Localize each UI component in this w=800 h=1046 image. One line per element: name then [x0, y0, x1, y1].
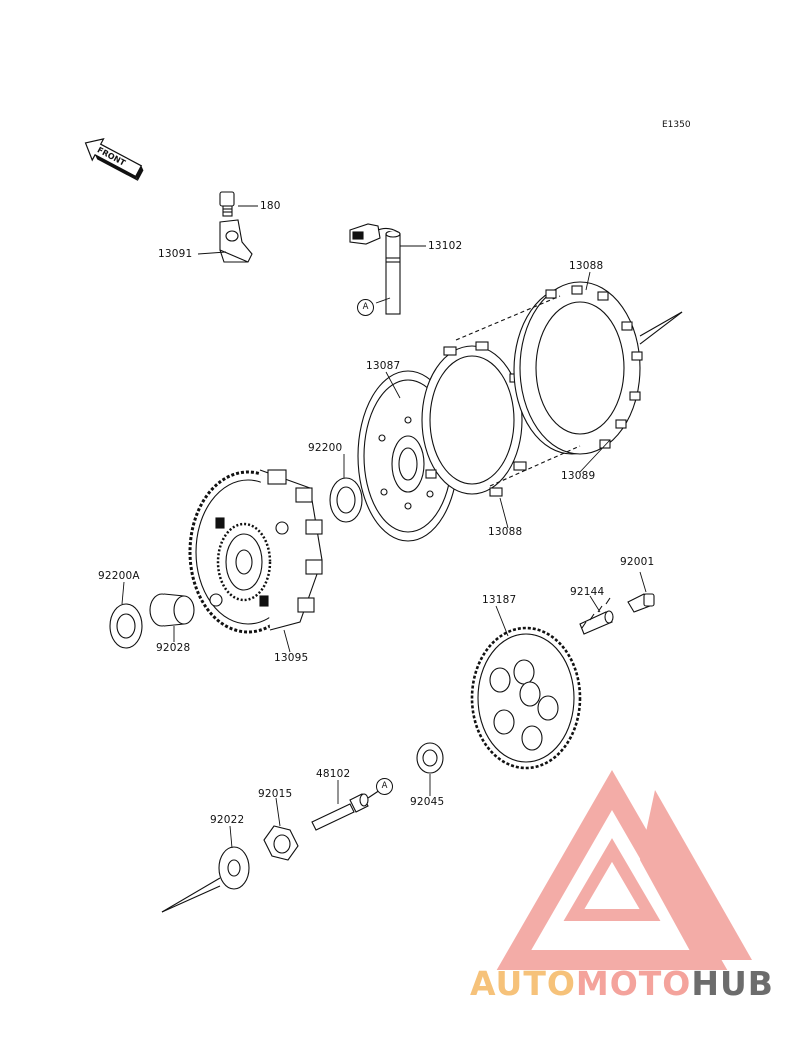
part-label-92200: 92200	[308, 442, 343, 454]
bracket-part	[219, 191, 253, 263]
front-arrow-icon	[84, 138, 144, 181]
washer-92200-part	[329, 477, 363, 523]
push-rod-part	[311, 789, 381, 831]
diagram-code: E1350	[662, 120, 691, 130]
part-label-92015: 92015	[258, 788, 293, 800]
part-label-13088-top: 13088	[569, 260, 604, 272]
sleeve-92028-part	[109, 593, 195, 649]
watermark-text: AUTOMOTOHUB	[470, 964, 774, 1003]
watermark-logo-icon	[496, 769, 752, 970]
part-label-92028: 92028	[156, 642, 191, 654]
callout-a-upper: A	[357, 299, 374, 316]
part-label-13087: 13087	[366, 360, 401, 372]
watermark-moto: MOTO	[575, 964, 692, 1003]
part-label-92001: 92001	[620, 556, 655, 568]
part-label-13095: 13095	[274, 652, 309, 664]
part-label-48102: 48102	[316, 768, 351, 780]
clutch-plates-part	[421, 281, 683, 497]
part-label-92144: 92144	[570, 586, 605, 598]
part-label-92200A: 92200A	[98, 570, 140, 582]
part-label-180: 180	[260, 200, 281, 212]
nut-part	[263, 825, 299, 861]
callout-a-lower: A	[376, 778, 393, 795]
washer-92022-part	[161, 846, 250, 913]
clutch-housing-part	[188, 469, 323, 634]
leader-lines	[121, 205, 647, 849]
watermark-hub: HUB	[691, 964, 774, 1003]
watermark-auto: AUTO	[470, 964, 576, 1003]
part-label-13089: 13089	[561, 470, 596, 482]
part-label-13102: 13102	[428, 240, 463, 252]
pressure-plate-part	[470, 626, 582, 770]
bearing-part	[416, 742, 444, 774]
part-label-13091: 13091	[158, 248, 193, 260]
part-label-13088-bottom: 13088	[488, 526, 523, 538]
part-label-13187: 13187	[482, 594, 517, 606]
release-lever-part	[349, 223, 401, 315]
part-label-92022: 92022	[210, 814, 245, 826]
spring-part	[579, 593, 655, 635]
part-label-92045: 92045	[410, 796, 445, 808]
